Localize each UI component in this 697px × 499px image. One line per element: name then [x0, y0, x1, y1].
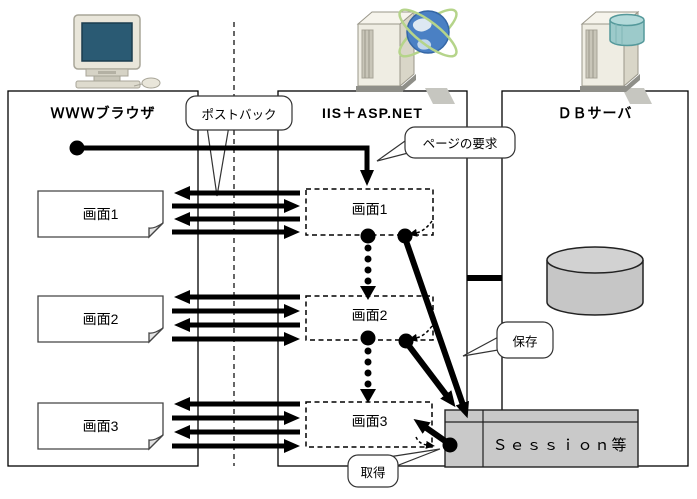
save-arrow-2	[403, 340, 456, 408]
page-request-arrow	[69, 140, 374, 186]
server-shadow	[622, 88, 652, 104]
db-cylinder-icon	[609, 20, 645, 47]
page2-transition-dot	[360, 330, 376, 346]
browser-screen-docs	[37, 190, 164, 451]
server-page3-box	[305, 401, 433, 448]
screen1-doc	[37, 190, 164, 238]
get-arrow	[413, 419, 450, 446]
client-computer-icon	[73, 14, 161, 89]
callout-save-bubble	[462, 321, 554, 359]
server-page1-box	[305, 188, 434, 236]
screen3-doc	[37, 402, 164, 450]
callout-page-request-bubble	[376, 126, 516, 162]
db-connection-bar	[467, 275, 502, 281]
orbit-ring	[398, 8, 458, 58]
save-arrow-1	[402, 237, 469, 419]
session-store-box	[444, 409, 639, 468]
screen2-doc	[37, 295, 164, 343]
server-page-boxes	[305, 188, 434, 448]
callout-get-bubble	[347, 448, 441, 488]
database-cylinder	[546, 246, 644, 316]
dashed-hook-arrows	[408, 220, 435, 449]
page1-transition-dot	[360, 228, 376, 244]
page-transition-connector-1	[360, 244, 376, 300]
callout-postback-bubble	[185, 95, 293, 197]
server-shadow	[425, 88, 455, 104]
mouse-icon	[141, 77, 161, 89]
postback-arrows	[172, 186, 300, 453]
database-server-icon	[580, 10, 652, 104]
save-get-arrows	[402, 237, 469, 446]
page-transition-connector-2	[360, 347, 376, 403]
web-server-globe-icon	[356, 8, 458, 104]
